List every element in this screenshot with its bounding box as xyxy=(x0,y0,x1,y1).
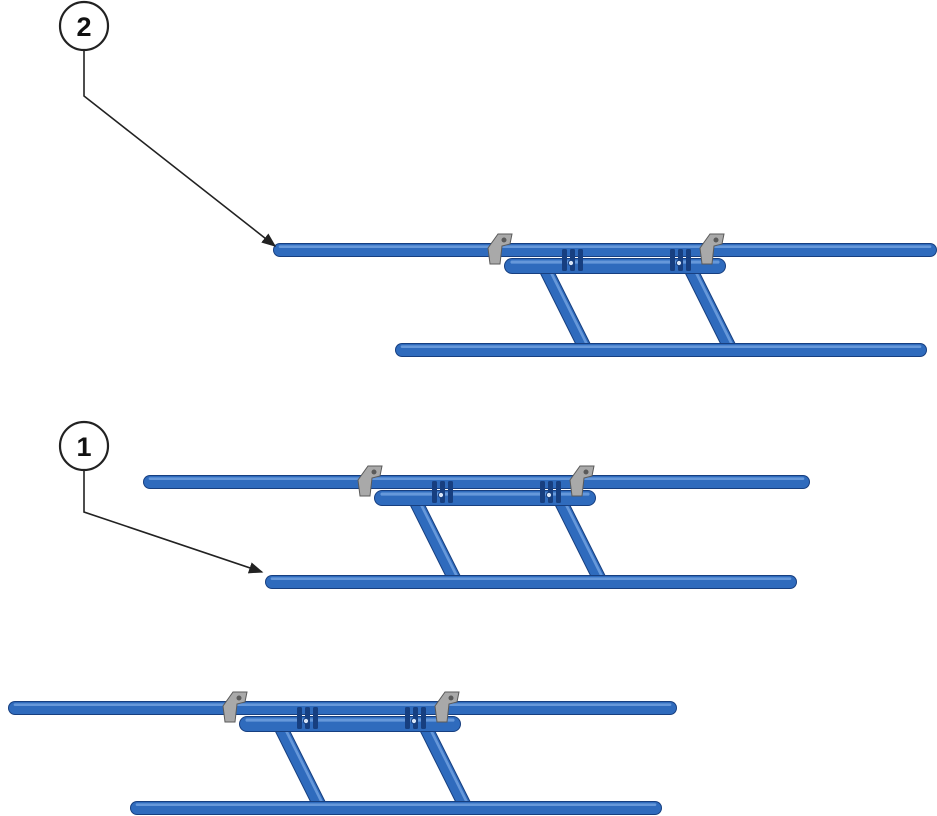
assembly-bottom-bracket-2 xyxy=(434,691,460,723)
assembly-top-bracket-1 xyxy=(487,233,513,265)
assembly-middle-strut-right xyxy=(553,493,607,587)
assembly-top-clamp-tube xyxy=(504,258,726,274)
callout-label-2: 2 xyxy=(76,12,91,42)
assembly-top-lower-bar xyxy=(395,343,927,357)
assembly-bottom-strut-left xyxy=(273,719,327,813)
assembly-top-bolt-1 xyxy=(562,249,583,271)
assembly-bottom-clamp-tube xyxy=(239,716,461,732)
leader-line-1 xyxy=(83,470,264,574)
assembly-bottom xyxy=(8,691,677,815)
assembly-middle-lower-bar xyxy=(265,575,797,589)
callout-1: 1 xyxy=(58,420,264,574)
assembly-bottom-lower-bar xyxy=(130,801,662,815)
assembly-middle-clamp-tube xyxy=(374,490,596,506)
callout-circle-1 xyxy=(58,420,110,472)
assembly-bottom-upper-bar xyxy=(8,701,677,715)
leader-line-2 xyxy=(83,50,277,247)
assembly-top-upper-bar xyxy=(273,243,937,257)
assembly-bottom-strut-right xyxy=(418,719,472,813)
assembly-middle-bracket-1 xyxy=(357,465,383,497)
assembly-middle xyxy=(143,465,810,589)
assembly-top-bolt-2 xyxy=(670,249,691,271)
assembly-bottom-bolt-2 xyxy=(405,707,426,729)
assembly-bottom-bracket-1 xyxy=(222,691,248,723)
callout-label-1: 1 xyxy=(76,432,91,462)
assembly-bottom-bolt-1 xyxy=(297,707,318,729)
assembly-middle-bracket-2 xyxy=(569,465,595,497)
callout-2: 2 xyxy=(58,0,277,247)
assembly-middle-upper-bar xyxy=(143,475,810,489)
assembly-top-strut-right xyxy=(683,261,737,355)
assembly-middle-strut-left xyxy=(408,493,462,587)
callout-circle-2 xyxy=(58,0,110,52)
assembly-middle-bolt-1 xyxy=(432,481,453,503)
assembly-top-strut-left xyxy=(538,261,592,355)
assembly-top xyxy=(273,233,937,357)
assembly-middle-bolt-2 xyxy=(540,481,561,503)
assembly-top-bracket-2 xyxy=(699,233,725,265)
